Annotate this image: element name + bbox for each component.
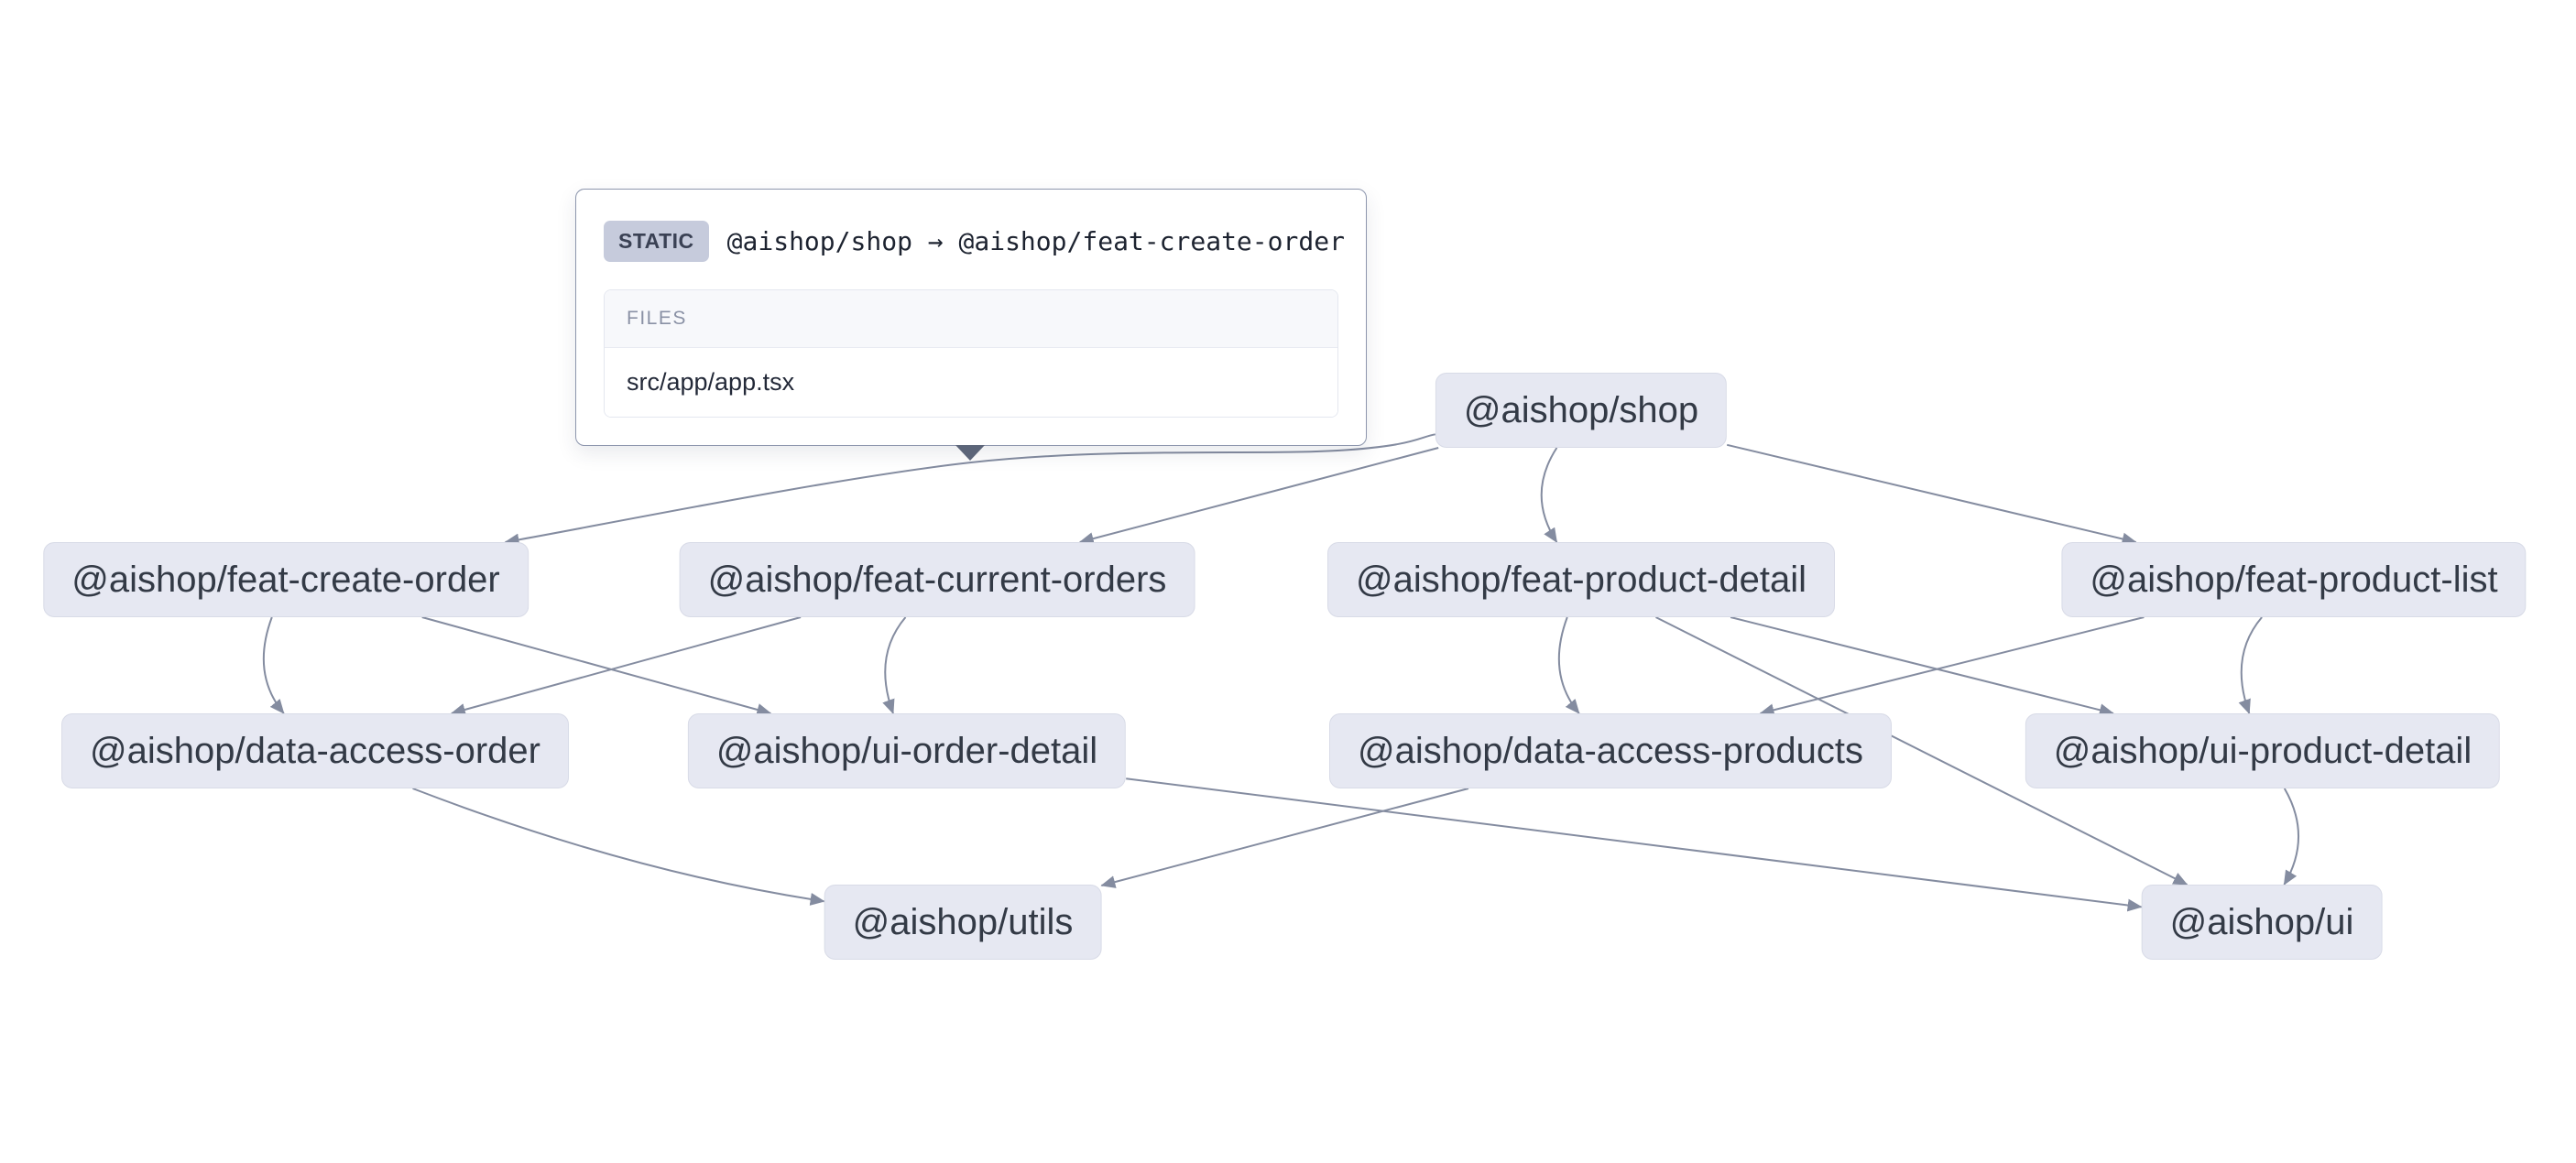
graph-edge-data-access-order-to-utils[interactable] xyxy=(412,788,825,906)
graph-node-feat-current-orders[interactable]: @aishop/feat-current-orders xyxy=(679,542,1195,617)
graph-edge-shop-to-feat-create-order[interactable] xyxy=(504,433,1435,547)
edge-tooltip: STATIC @aishop/shop → @aishop/feat-creat… xyxy=(575,189,1367,461)
file-list-item: src/app/app.tsx xyxy=(605,348,1337,417)
graph-node-shop[interactable]: @aishop/shop xyxy=(1435,373,1728,448)
graph-node-ui-product-detail[interactable]: @aishop/ui-product-detail xyxy=(2025,713,2501,788)
graph-node-feat-create-order[interactable]: @aishop/feat-create-order xyxy=(43,542,529,617)
graph-edge-shop-to-feat-product-detail[interactable] xyxy=(1540,447,1558,543)
edge-tooltip-title: @aishop/shop → @aishop/feat-create-order xyxy=(726,226,1345,256)
files-section-label: FILES xyxy=(605,290,1337,348)
graph-node-data-access-order[interactable]: @aishop/data-access-order xyxy=(61,713,569,788)
graph-node-feat-product-detail[interactable]: @aishop/feat-product-detail xyxy=(1327,542,1835,617)
graph-edge-ui-product-detail-to-ui[interactable] xyxy=(2283,788,2299,886)
graph-edge-feat-create-order-to-ui-order-detail[interactable] xyxy=(421,616,772,716)
graph-node-ui[interactable]: @aishop/ui xyxy=(2141,885,2383,960)
graph-edge-feat-product-detail-to-ui-product-detail[interactable] xyxy=(1730,616,2114,717)
graph-edge-data-access-products-to-utils[interactable] xyxy=(1100,788,1469,888)
graph-node-data-access-products[interactable]: @aishop/data-access-products xyxy=(1329,713,1892,788)
graph-edge-feat-product-detail-to-data-access-products[interactable] xyxy=(1557,616,1580,714)
graph-edge-ui-order-detail-to-ui[interactable] xyxy=(1126,777,2143,912)
graph-edge-feat-create-order-to-data-access-order[interactable] xyxy=(262,616,285,714)
graph-edge-feat-product-list-to-data-access-products[interactable] xyxy=(1759,616,2145,717)
tooltip-pointer-arrow xyxy=(955,445,985,461)
graph-node-ui-order-detail[interactable]: @aishop/ui-order-detail xyxy=(687,713,1127,788)
graph-node-feat-product-list[interactable]: @aishop/feat-product-list xyxy=(2061,542,2527,617)
graph-edge-feat-product-list-to-ui-product-detail[interactable] xyxy=(2238,616,2263,714)
files-box: FILES src/app/app.tsx xyxy=(604,289,1338,418)
graph-edge-feat-current-orders-to-data-access-order[interactable] xyxy=(450,616,802,716)
graph-edge-shop-to-feat-product-list[interactable] xyxy=(1726,443,2137,546)
graph-edge-shop-to-feat-current-orders[interactable] xyxy=(1078,447,1439,545)
tooltip-header: STATIC @aishop/shop → @aishop/feat-creat… xyxy=(604,221,1345,262)
graph-node-utils[interactable]: @aishop/utils xyxy=(824,885,1102,960)
graph-edge-feat-product-detail-to-ui[interactable] xyxy=(1655,616,2189,886)
graph-edge-feat-current-orders-to-ui-order-detail[interactable] xyxy=(882,616,907,714)
edge-type-badge: STATIC xyxy=(604,221,709,262)
